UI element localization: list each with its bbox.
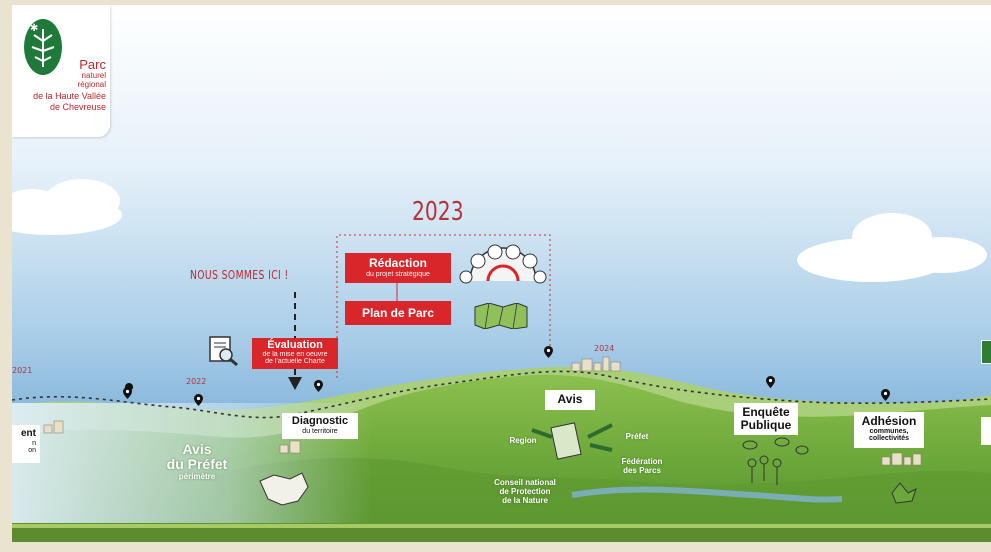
logo-line-haute-vallee: de la Haute Vallée xyxy=(33,91,106,101)
year-2021: 2021 xyxy=(12,366,33,375)
map-pin-6 xyxy=(881,389,890,401)
avis-document-sketch xyxy=(531,422,613,460)
river xyxy=(571,486,843,503)
actor-cnpn-2: de Protection xyxy=(499,487,551,496)
step-diagnostic: Diagnostic du territoire xyxy=(282,413,358,439)
adhesion-sketch xyxy=(891,482,917,504)
map-pin-3 xyxy=(314,380,323,392)
headline-year: 2023 xyxy=(412,197,464,227)
park-logo: ✱ Parc naturel régional de la Haute Vall… xyxy=(12,5,110,137)
cloud-left xyxy=(12,179,122,235)
step-enquete-publique: Enquête Publique xyxy=(734,403,798,435)
map-fold-icon xyxy=(474,303,528,329)
step-evaluation-sub2: de l'actuelle Charte xyxy=(265,358,325,365)
step-redaction: Rédaction du projet stratégique xyxy=(345,253,451,283)
step-left-cut-title: ent xyxy=(21,428,36,439)
actor-cnpn-1: Conseil national xyxy=(494,478,556,487)
step-plan-title: Plan de Parc xyxy=(361,306,435,320)
foreground-hills xyxy=(212,457,991,542)
redaction-gauge-icon xyxy=(459,244,547,284)
year-2024: 2024 xyxy=(594,344,615,353)
evaluation-magnifier-icon xyxy=(209,336,238,367)
bottom-band-light xyxy=(12,524,991,528)
map-pin-5 xyxy=(766,376,775,388)
svg-text:✱: ✱ xyxy=(30,23,38,34)
map-pin-1 xyxy=(123,387,132,399)
step-left-cut-sub1: n xyxy=(32,439,36,447)
actor-federation-2: des Parcs xyxy=(623,466,661,475)
map-pin-4 xyxy=(544,346,553,358)
village-left xyxy=(43,420,301,454)
right-edge-marker xyxy=(981,340,991,364)
here-arrow-head xyxy=(288,377,302,390)
step-diagnostic-title: Diagnostic xyxy=(291,415,349,427)
map-sketch xyxy=(259,472,309,506)
step-adhesion-sub1: communes, xyxy=(869,427,909,435)
step-plan-de-parc: Plan de Parc xyxy=(345,301,451,325)
actor-region: Region xyxy=(509,436,537,445)
avis-prefet-line1: Avis xyxy=(182,441,212,457)
actor-cnpn-3: de la Nature xyxy=(502,496,548,505)
step-left-cut-sub2: on xyxy=(28,446,36,454)
step-left-cut: ent n on xyxy=(12,425,40,463)
step-avis: Avis xyxy=(545,390,595,410)
step-enquete-title2: Publique xyxy=(740,417,792,432)
logo-line-naturel: naturel xyxy=(81,71,106,80)
step-avis-title: Avis xyxy=(557,392,583,406)
logo-line-chevreuse: de Chevreuse xyxy=(49,102,106,112)
avis-prefet-sub: périmètre xyxy=(178,472,216,481)
illustration-frame: ✱ Parc naturel régional de la Haute Vall… xyxy=(12,5,991,542)
village-adhesion xyxy=(881,452,922,466)
step-adhesion-title: Adhésion xyxy=(861,414,917,428)
actor-prefet: Préfet xyxy=(625,432,649,441)
here-label: NOUS SOMMES ICI ! xyxy=(190,268,289,282)
step-redaction-title: Rédaction xyxy=(368,256,427,270)
right-edge-box xyxy=(981,417,991,445)
logo-line-regional: régional xyxy=(77,80,106,89)
step-adhesion-sub2: collectivités xyxy=(868,434,910,442)
year-2022: 2022 xyxy=(186,377,207,386)
park-emblem-icon: ✱ xyxy=(24,19,62,75)
actor-federation-1: Fédération xyxy=(621,457,663,466)
step-adhesion: Adhésion communes, collectivités xyxy=(854,412,924,448)
step-diagnostic-sub: du territoire xyxy=(302,427,338,435)
logo-title: Parc xyxy=(79,57,106,72)
hilltop-village xyxy=(571,356,621,372)
bottom-band xyxy=(12,527,991,542)
map-pin-2 xyxy=(194,394,203,406)
step-evaluation: Évaluation de la mise en oeuvre de l'act… xyxy=(252,338,338,369)
cloud-right xyxy=(797,213,987,282)
people-sketches xyxy=(742,437,809,485)
year-2023-bracket xyxy=(336,234,551,378)
avis-prefet-line2: du Préfet xyxy=(166,456,228,472)
step-redaction-sub: du projet stratégique xyxy=(366,271,430,278)
step-enquete-title1: Enquête xyxy=(742,405,790,419)
step-evaluation-sub1: de la mise en oeuvre xyxy=(262,351,328,358)
step-evaluation-title: Évaluation xyxy=(267,339,323,351)
